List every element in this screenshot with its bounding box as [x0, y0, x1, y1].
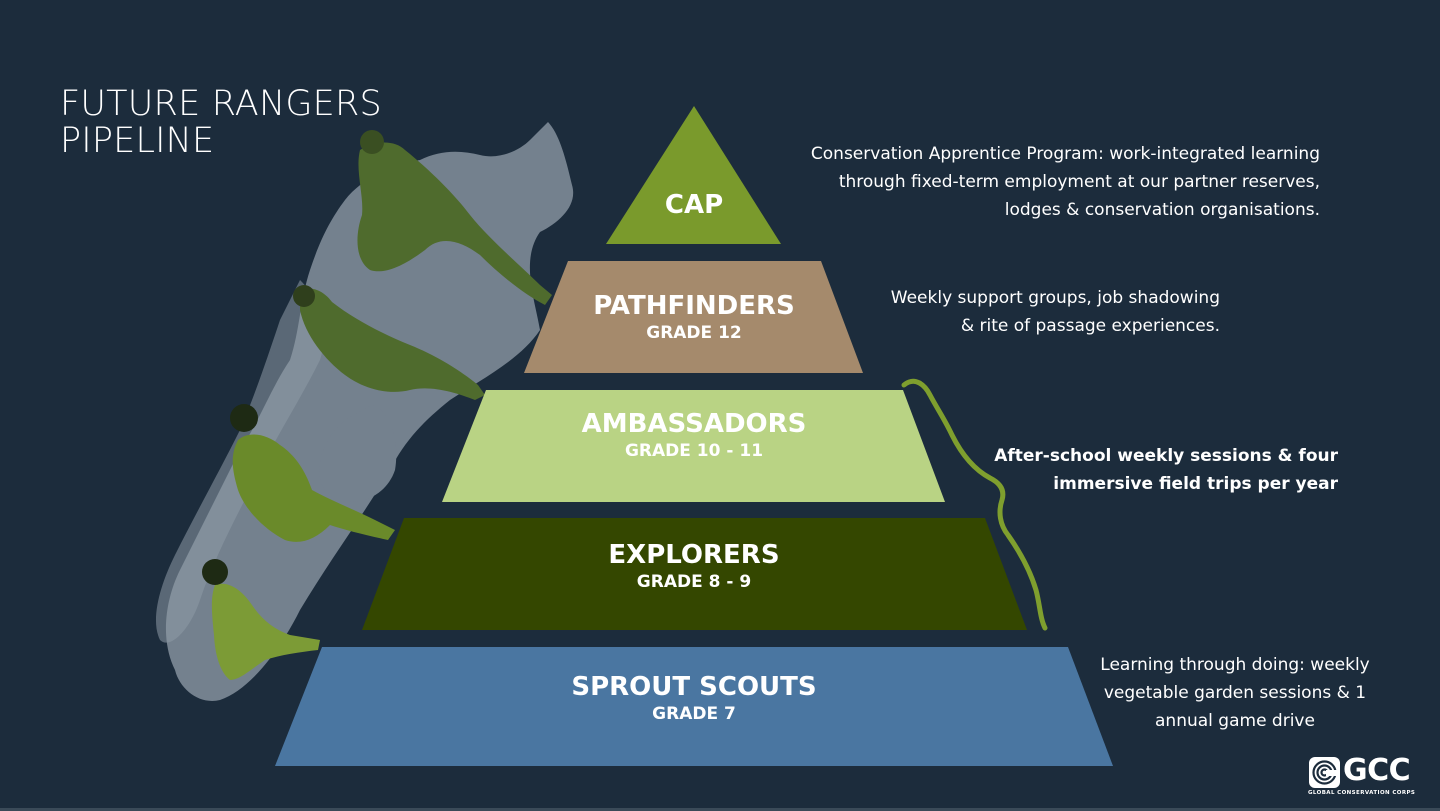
ambassadors-description: After-school weekly sessions & four imme… [994, 442, 1338, 498]
tier-pathfinders-shape [524, 261, 863, 373]
ranger-figures [202, 130, 552, 680]
description-line: Learning through doing: weekly [1100, 655, 1370, 675]
tier-ambassadors-shape [442, 390, 945, 502]
description-line: immersive field trips per year [1053, 474, 1338, 494]
title-line-1: FUTURE RANGERS [60, 84, 382, 124]
tier-explorers-shape [362, 518, 1027, 630]
description-line: After-school weekly sessions & four [994, 446, 1338, 466]
tier-grade: GRADE 12 [646, 323, 742, 343]
tier-name: CAP [664, 190, 724, 220]
tier-name: EXPLORERS [608, 540, 780, 570]
logo-subtitle: GLOBAL CONSERVATION CORPS [1308, 790, 1416, 796]
description-line: Conservation Apprentice Program: work-in… [810, 144, 1320, 164]
tier-grade: GRADE 8 - 9 [636, 572, 752, 592]
tier-name: PATHFINDERS [593, 291, 795, 321]
sprout-scouts-description: Learning through doing: weekly vegetable… [1080, 651, 1390, 735]
tier-sprout-scouts: SPROUT SCOUTS GRADE 7 [544, 672, 844, 725]
tier-ambassadors: AMBASSADORS GRADE 10 - 11 [544, 409, 844, 462]
description-line: vegetable garden sessions & 1 [1103, 683, 1367, 703]
description-line: annual game drive [1155, 711, 1315, 731]
pathfinders-description: Weekly support groups, job shadowing & r… [891, 284, 1220, 340]
tier-cap: CAP [594, 190, 794, 220]
cap-description: Conservation Apprentice Program: work-in… [811, 140, 1320, 224]
description-line: through fixed-term employment at our par… [838, 172, 1320, 192]
gcc-spiral-icon [1309, 757, 1340, 788]
description-line: Weekly support groups, job shadowing [890, 288, 1220, 308]
tier-grade: GRADE 7 [652, 704, 736, 724]
description-line: lodges & conservation organisations. [1004, 200, 1320, 220]
description-line: & rite of passage experiences. [960, 316, 1220, 336]
vine-bracket [901, 378, 1048, 631]
tier-cap-shape [606, 106, 781, 244]
rhino-silhouette [165, 122, 574, 701]
gcc-logo: GCC GLOBAL CONSERVATION CORPS [1306, 753, 1428, 800]
logo-text: GCC [1343, 753, 1411, 788]
tier-pathfinders: PATHFINDERS GRADE 12 [544, 291, 844, 344]
tier-name: AMBASSADORS [581, 409, 807, 439]
tier-explorers: EXPLORERS GRADE 8 - 9 [544, 540, 844, 593]
tier-sprout-scouts-shape [275, 647, 1113, 766]
tier-grade: GRADE 10 - 11 [624, 441, 764, 461]
title-line-2: PIPELINE [60, 121, 215, 161]
tier-name: SPROUT SCOUTS [571, 672, 817, 702]
slide-title: FUTURE RANGERS PIPELINE [60, 86, 382, 160]
